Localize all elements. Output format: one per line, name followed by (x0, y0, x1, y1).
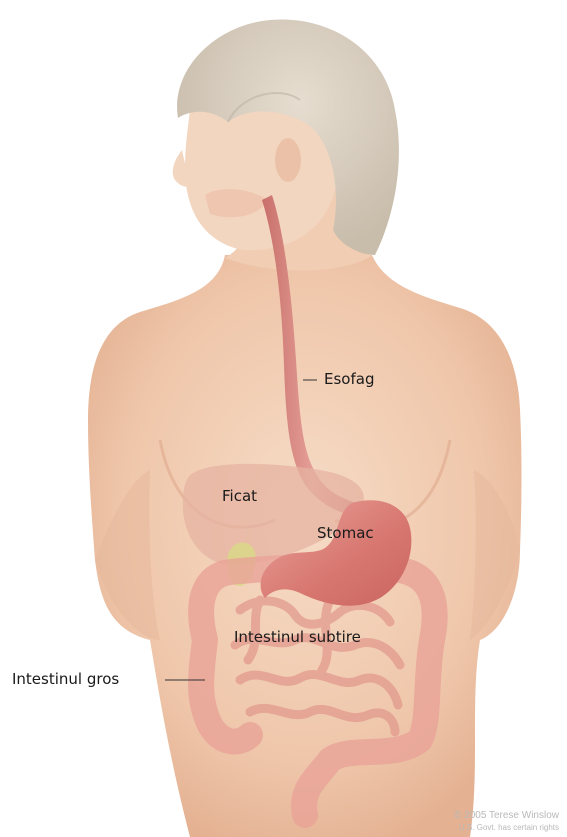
label-intestinul-subtire: Intestinul subtire (234, 628, 361, 646)
head (173, 20, 399, 255)
copyright-rights: U.S. Govt. has certain rights (459, 823, 559, 832)
copyright-credit: © 2005 Terese Winslow (454, 810, 559, 821)
label-ficat: Ficat (222, 487, 257, 505)
label-esofag: Esofag (324, 370, 374, 388)
label-stomac: Stomac (317, 524, 374, 542)
label-intestinul-gros: Intestinul gros (12, 670, 119, 688)
